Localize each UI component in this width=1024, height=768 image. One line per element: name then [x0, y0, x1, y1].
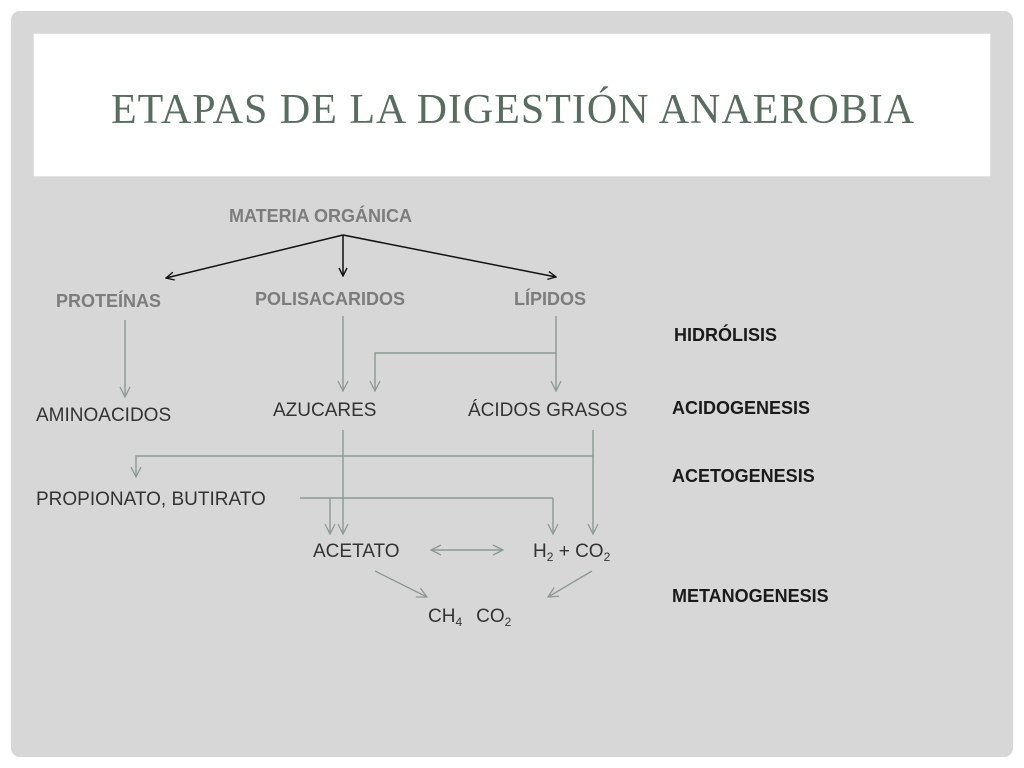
arrow-acidos-grasos-to-propionato [136, 455, 593, 477]
co2-final-label: CO [476, 606, 505, 627]
node-lipidos: LÍPIDOS [514, 289, 587, 309]
node-acidos-grasos: ÁCIDOS GRASOS [468, 400, 628, 421]
node-azucares: AZUCARES [273, 400, 377, 421]
title-box: ETAPAS DE LA DIGESTIÓN ANAEROBIA [33, 33, 991, 177]
co2-final-subscript: 2 [504, 615, 512, 629]
stage-acetogenesis: ACETOGENESIS [672, 466, 815, 486]
arrow-acetato-to-ch4 [374, 570, 427, 597]
arrow-to-proteinas [166, 234, 344, 278]
node-materia-organica: MATERIA ORGÁNICA [229, 206, 412, 226]
arrow-to-lipidos [342, 234, 556, 277]
co2-subscript: 2 [603, 550, 611, 564]
node-proteinas: PROTEÍNAS [56, 291, 162, 311]
slide-title: ETAPAS DE LA DIGESTIÓN ANAEROBIA [110, 87, 916, 133]
node-h2-co2: H2 + CO2 [533, 541, 610, 563]
ch4-label: CH [428, 606, 456, 627]
arrow-h2-to-co2 [548, 570, 593, 597]
node-acetato: ACETATO [313, 541, 400, 562]
stage-metanogenesis: METANOGENESIS [672, 586, 829, 606]
node-aminoacidos: AMINOACIDOS [36, 405, 172, 426]
arrow-lipidos-to-azucares [375, 352, 556, 391]
h2-subscript: 2 [546, 550, 554, 564]
stage-acidogenesis: ACIDOGENESIS [672, 398, 811, 418]
plus-co2-label: + CO [553, 541, 604, 562]
node-propionato-butirato: PROPIONATO, BUTIRATO [36, 489, 266, 510]
node-polisacaridos: POLISACARIDOS [255, 289, 406, 309]
h2-label: H [533, 541, 547, 562]
hydrolysis-branch-arrows [166, 234, 556, 278]
node-ch4-co2: CH4 CO2 [428, 606, 511, 628]
ch4-subscript: 4 [455, 615, 463, 629]
stage-hidrolisis: HIDRÓLISIS [674, 325, 778, 345]
